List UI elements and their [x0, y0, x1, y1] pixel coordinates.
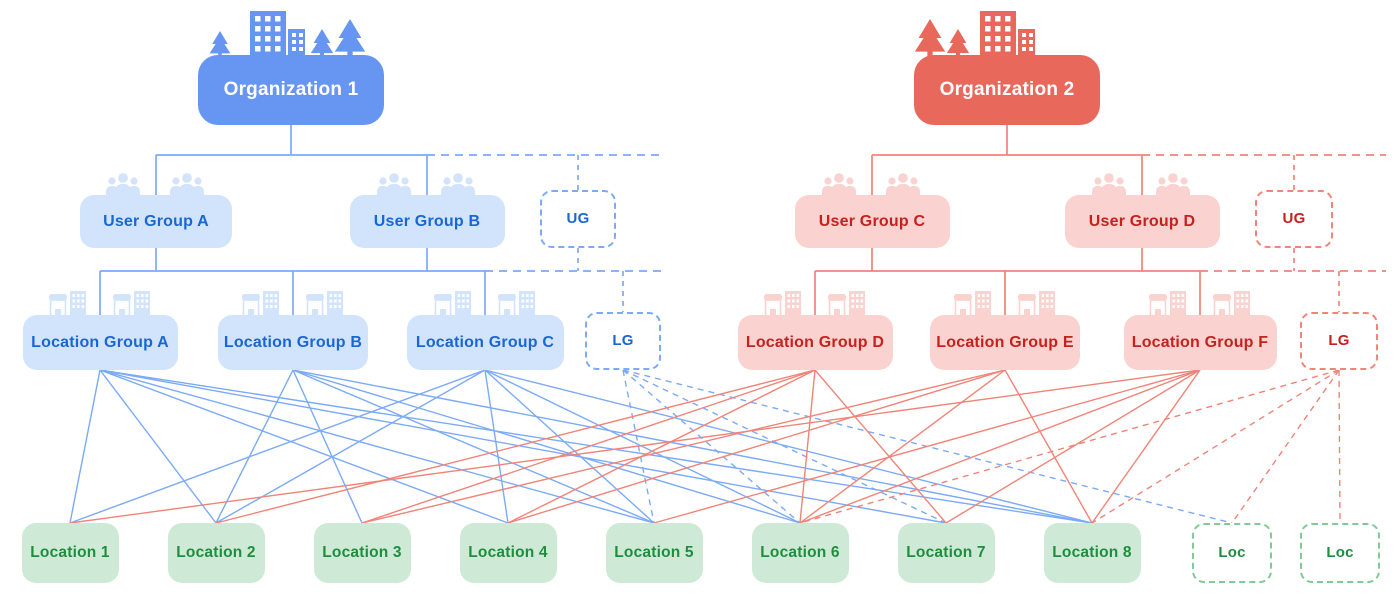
location-node-7: Location 7 — [897, 523, 995, 583]
location-group-node-lgD: Location Group D — [737, 315, 893, 370]
org-node-2: Organization 2 — [914, 55, 1100, 125]
location-group-node-lgB: Location Group B — [218, 315, 368, 370]
location-node-5: Location 5 — [605, 523, 703, 583]
location-placeholder: Loc — [1300, 523, 1380, 583]
location-group-node-lgE: Location Group E — [930, 315, 1080, 370]
user-group-placeholder-red: UG — [1255, 190, 1333, 248]
location-node-1: Location 1 — [21, 523, 119, 583]
user-group-node-ugB: User Group B — [349, 195, 505, 248]
location-node-2: Location 2 — [167, 523, 265, 583]
location-group-placeholder-blue: LG — [585, 312, 661, 370]
location-node-6: Location 6 — [751, 523, 849, 583]
location-group-node-lgC: Location Group C — [406, 315, 564, 370]
user-group-node-ugA: User Group A — [80, 195, 232, 248]
org-node-1: Organization 1 — [198, 55, 384, 125]
location-node-8: Location 8 — [1043, 523, 1141, 583]
location-node-3: Location 3 — [313, 523, 411, 583]
location-placeholder: Loc — [1192, 523, 1272, 583]
user-group-placeholder-blue: UG — [540, 190, 616, 248]
user-group-node-ugD: User Group D — [1064, 195, 1220, 248]
location-group-placeholder-red: LG — [1300, 312, 1378, 370]
location-node-4: Location 4 — [459, 523, 557, 583]
user-group-node-ugC: User Group C — [794, 195, 950, 248]
location-group-node-lgF: Location Group F — [1123, 315, 1277, 370]
location-group-node-lgA: Location Group A — [22, 315, 178, 370]
